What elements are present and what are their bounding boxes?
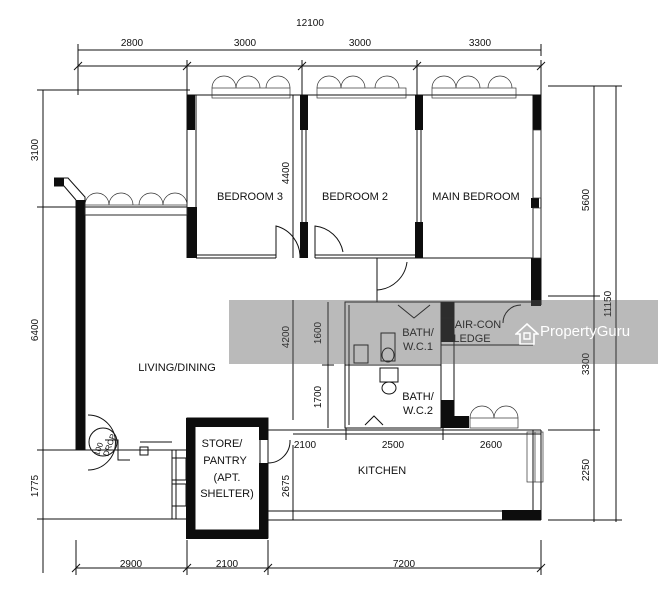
dim-left-3: 1775 xyxy=(30,474,41,497)
dim-bath1-height: 1600 xyxy=(313,321,324,344)
watermark-band xyxy=(229,300,658,364)
dim-bottom-3: 7200 xyxy=(393,559,416,570)
dimension-labels: 12100 2800 3000 3000 3300 2900 2100 7200… xyxy=(30,18,614,570)
dim-top-1: 2800 xyxy=(121,38,144,49)
label-bath1-line2: W.C.1 xyxy=(403,341,433,353)
dim-bath-depth: 4200 xyxy=(281,325,292,348)
dim-kitchen-3: 2600 xyxy=(480,440,503,451)
dim-left-2: 6400 xyxy=(30,318,41,341)
fixtures xyxy=(171,317,454,507)
dim-right-outer: 11150 xyxy=(603,290,614,317)
dim-kitchen-1: 2100 xyxy=(294,440,317,451)
room-labels: BEDROOM 3 BEDROOM 2 MAIN BEDROOM LIVING/… xyxy=(92,191,520,500)
doors xyxy=(87,225,522,471)
label-living-dining: LIVING/DINING xyxy=(138,362,216,374)
label-bedroom-2: BEDROOM 2 xyxy=(322,191,388,203)
label-aircon-line1: AIR-CON xyxy=(455,319,502,331)
dimension-lines xyxy=(37,44,622,575)
dim-bath2-height: 1700 xyxy=(313,385,324,408)
dim-store-depth: 2675 xyxy=(281,474,292,497)
dim-right-3: 2250 xyxy=(581,458,592,481)
windows xyxy=(84,75,544,483)
dim-bedroom-depth: 4400 xyxy=(281,161,292,184)
label-store-line1: STORE/ xyxy=(202,438,244,450)
dim-top-3: 3000 xyxy=(349,38,372,49)
label-refuse-line1: 100 xyxy=(92,441,105,457)
label-store-line3: (APT. xyxy=(214,472,241,484)
label-aircon-line2: LEDGE xyxy=(453,333,490,345)
dim-left-1: 3100 xyxy=(30,138,41,161)
dim-overall-width: 12100 xyxy=(296,18,324,29)
dim-bottom-2: 2100 xyxy=(216,559,239,570)
label-bedroom-3: BEDROOM 3 xyxy=(217,191,283,203)
label-main-bedroom: MAIN BEDROOM xyxy=(432,191,519,203)
label-store-line2: PANTRY xyxy=(203,455,247,467)
dim-right-2: 3300 xyxy=(581,352,592,375)
label-store-line4: SHELTER) xyxy=(200,488,254,500)
propertyguru-logo-icon xyxy=(515,323,539,345)
label-bath2-line1: BATH/ xyxy=(402,391,435,403)
dim-top-2: 3000 xyxy=(234,38,257,49)
watermark-text: PropertyGuru xyxy=(540,323,631,340)
label-bath2-line2: W.C.2 xyxy=(403,405,433,417)
solid-walls xyxy=(54,95,541,539)
label-kitchen: KITCHEN xyxy=(358,465,406,477)
label-bath1-line1: BATH/ xyxy=(402,327,435,339)
dim-kitchen-2: 2500 xyxy=(382,440,405,451)
dim-right-1: 5600 xyxy=(581,188,592,211)
dim-bottom-1: 2900 xyxy=(120,559,143,570)
dim-top-4: 3300 xyxy=(469,38,492,49)
